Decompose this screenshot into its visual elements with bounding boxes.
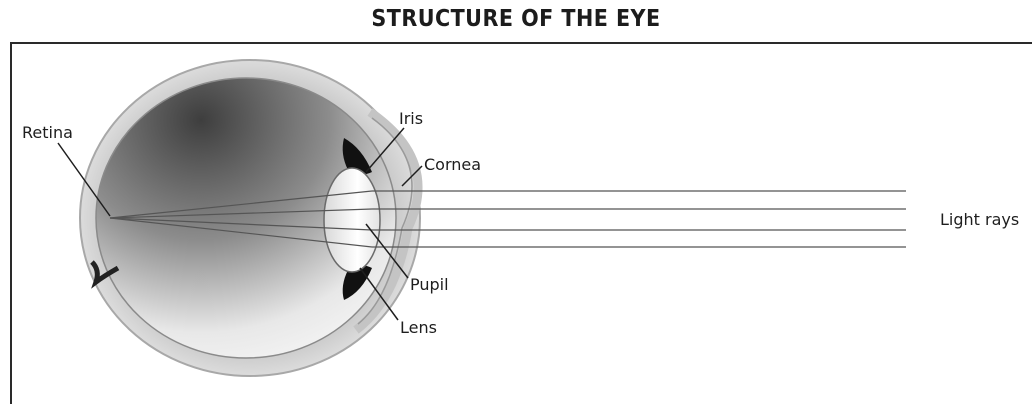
lens-shape xyxy=(324,168,380,272)
pupil-label: Pupil xyxy=(410,275,449,294)
lens-label: Lens xyxy=(400,318,437,337)
iris-label: Iris xyxy=(399,109,423,128)
eye-diagram: Retina Iris Cornea Pupil Lens Light rays xyxy=(0,0,1032,391)
light-rays-label: Light rays xyxy=(940,210,1019,229)
cornea-label: Cornea xyxy=(424,155,481,174)
retina-label: Retina xyxy=(22,123,73,142)
